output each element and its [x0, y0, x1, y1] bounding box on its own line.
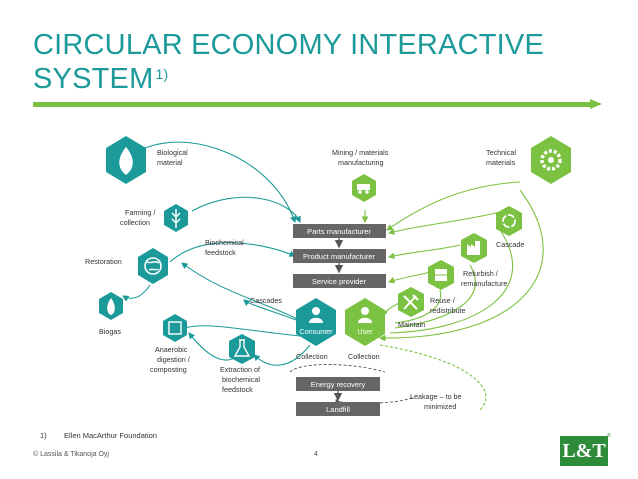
wrench-icon — [403, 294, 419, 310]
anaerobic-label-1: Anaerobic — [155, 345, 188, 354]
cascade-node: Cascade — [496, 206, 524, 249]
copyright: © Lassila & Tikanoja Oyj — [33, 451, 109, 458]
biological-material-label-1: Biological — [157, 148, 188, 157]
footnote: 1) Ellen MacArthur Foundation — [40, 431, 157, 440]
consumer-node: Consumer — [296, 298, 336, 346]
collection-right-label: Collection — [348, 352, 380, 361]
mining-node: Mining / materials manufacturing — [332, 148, 389, 202]
flask-icon — [233, 339, 251, 357]
title-line-1: CIRCULAR ECONOMY INTERACTIVE — [33, 29, 545, 61]
technical-flows — [361, 181, 544, 411]
biogas-node: Biogas — [99, 292, 123, 336]
person-icon — [361, 307, 369, 315]
gear-icon — [540, 149, 562, 171]
title-superscript: 1) — [155, 66, 169, 82]
anaerobic-hexagon — [163, 314, 187, 342]
service-provider-box — [293, 274, 386, 288]
cascade-hexagon — [496, 206, 522, 236]
compost-icon — [168, 321, 182, 335]
leaf-icon — [119, 147, 133, 175]
farming-node: Farming / collection — [120, 204, 188, 232]
restoration-hexagon — [138, 248, 168, 284]
landfill-box — [296, 402, 380, 416]
truck-icon — [357, 184, 370, 190]
product-manufacturer-label: Product manufacturer — [303, 252, 376, 261]
collection-left-label: Collection — [296, 352, 328, 361]
biochemical-feedstock-label-1: Biochemical — [205, 238, 244, 247]
biological-material-node: Biological material — [106, 136, 188, 184]
flame-icon — [107, 298, 115, 315]
disposal-boxes: Energy recovery Landfill — [296, 377, 380, 416]
wheat-icon — [171, 209, 181, 228]
restoration-label: Restoration — [85, 257, 122, 266]
extraction-label-2: biochemical — [222, 375, 260, 384]
user-node: User — [345, 298, 385, 346]
product-manufacturer-box — [293, 249, 386, 263]
footnote-text: Ellen MacArthur Foundation — [64, 431, 157, 440]
parts-manufacturer-box — [293, 224, 386, 238]
technical-materials-label-2: materials — [486, 158, 516, 167]
service-provider-label: Service provider — [312, 277, 367, 286]
biogas-label: Biogas — [99, 327, 121, 336]
mining-label-1: Mining / materials — [332, 148, 389, 157]
title-rule-arrowhead — [590, 99, 602, 109]
user-label: User — [357, 327, 373, 336]
maintain-node: Maintain — [398, 287, 425, 329]
maintain-label: Maintain — [398, 320, 425, 329]
landfill-label: Landfill — [326, 405, 350, 414]
extraction-node: Extraction of biochemical feedstock — [220, 334, 260, 394]
reuse-node: Reuse / redistribute — [428, 260, 466, 315]
farming-label-2: collection — [120, 218, 150, 227]
refurbish-label-2: remanufacture — [461, 279, 507, 288]
restoration-node: Restoration — [85, 248, 168, 284]
extraction-hexagon — [229, 334, 255, 364]
technical-materials-node: Technical materials — [486, 136, 571, 184]
biological-flows — [122, 141, 321, 366]
energy-recovery-label: Energy recovery — [311, 380, 366, 389]
person-icon — [312, 307, 320, 315]
title-rule — [33, 102, 593, 107]
cascade-label: Cascade — [496, 240, 524, 249]
title-line-2: SYSTEM — [33, 63, 154, 95]
anaerobic-label-3: composting — [150, 365, 187, 374]
biochemical-feedstock-label-2: feedstock — [205, 248, 236, 257]
consumer-label: Consumer — [299, 327, 333, 336]
reuse-label-2: redistribute — [430, 306, 466, 315]
leakage-arc — [289, 364, 386, 373]
mining-label-2: manufacturing — [338, 158, 384, 167]
refurbish-node: Refurbish / remanufacture — [461, 233, 507, 288]
biochemical-feedstock-node: Biochemical feedstock — [205, 238, 244, 257]
company-logo: L&T — [560, 436, 608, 466]
parts-manufacturer-label: Parts manufacturer — [307, 227, 371, 236]
leakage-label-2: minimized — [424, 402, 456, 411]
cascades-label: Cascades — [250, 296, 282, 305]
factory-icon — [467, 241, 480, 255]
value-chain-boxes: Parts manufacturer Product manufacturer … — [293, 224, 386, 288]
footnote-number: 1) — [40, 431, 47, 440]
extraction-label-3: feedstock — [222, 385, 253, 394]
reuse-label-1: Reuse / — [430, 296, 455, 305]
leakage-label-1: Leakage – to be — [410, 392, 462, 401]
globe-icon — [144, 257, 162, 275]
logo-registered-mark: ® — [607, 433, 611, 439]
page-number: 4 — [314, 451, 318, 458]
biological-material-label-2: material — [157, 158, 183, 167]
technical-materials-label-1: Technical — [486, 148, 516, 157]
energy-recovery-box — [296, 377, 380, 391]
anaerobic-node: Anaerobic digestion / composting — [150, 314, 190, 374]
recycle-icon — [502, 214, 516, 228]
farming-label-1: Farming / — [125, 208, 155, 217]
anaerobic-label-2: digestion / — [157, 355, 190, 364]
refurbish-label-1: Refurbish / — [463, 269, 498, 278]
extraction-label-1: Extraction of — [220, 365, 260, 374]
